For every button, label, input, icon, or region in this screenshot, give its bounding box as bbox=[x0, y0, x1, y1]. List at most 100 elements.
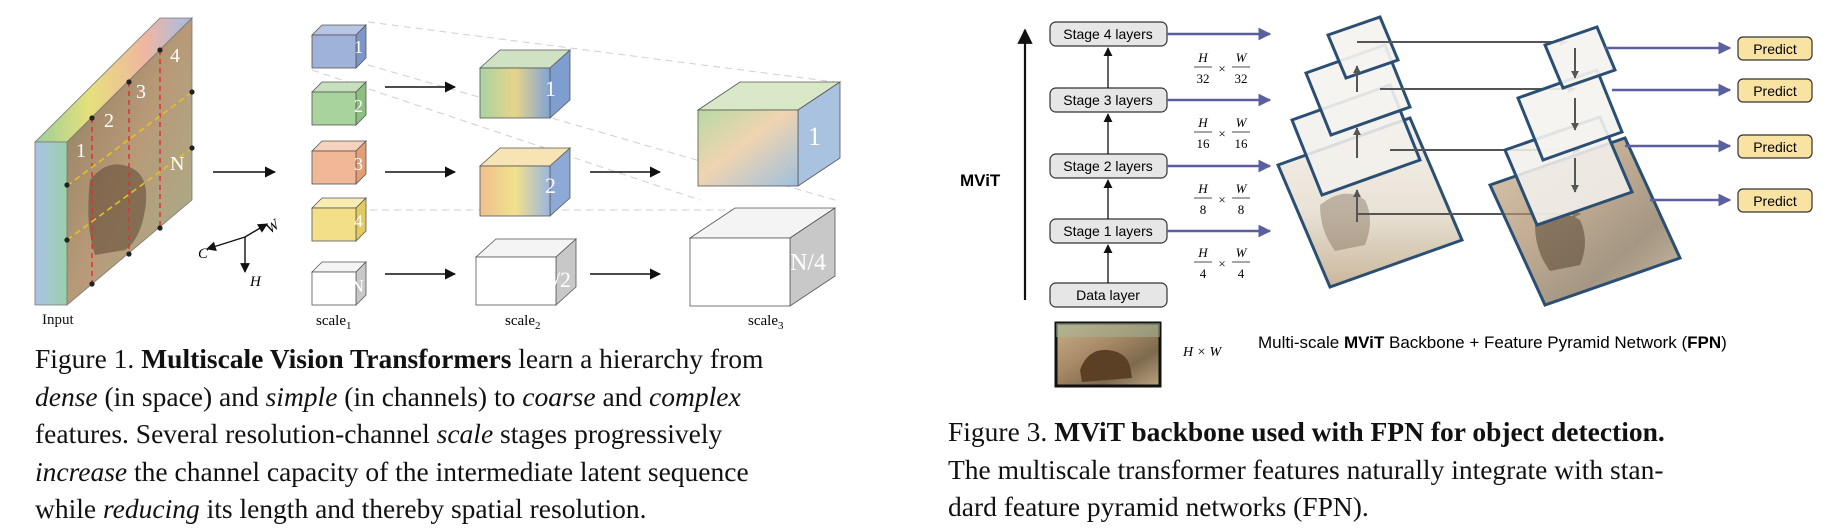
stage-to-pyramid-arrows bbox=[1167, 27, 1272, 238]
svg-text:32: 32 bbox=[1235, 71, 1248, 86]
resolution-stage4: H 32 × W 32 bbox=[1194, 50, 1250, 86]
scale3-token-label: N/4 bbox=[790, 250, 826, 276]
svg-text:×: × bbox=[1218, 256, 1225, 271]
predict-arrows bbox=[1605, 41, 1732, 207]
caption-text: its length and thereby spatial resolutio… bbox=[199, 493, 647, 524]
scale1-token-label: 1 bbox=[354, 37, 363, 57]
backbone-pyramid bbox=[1275, 15, 1465, 289]
figure3-diagram: MViT Stage 4 layers Stage 3 layers Stage… bbox=[960, 15, 1813, 388]
predict-label: Predict bbox=[1753, 41, 1797, 57]
predict-boxes: Predict Predict Predict Predict bbox=[1737, 36, 1813, 213]
caption-text: and bbox=[595, 380, 650, 412]
predict-label: Predict bbox=[1753, 83, 1797, 99]
figure1-diagram: 1 2 3 4 N Input C W H bbox=[34, 17, 842, 332]
caption-text: stages progressively bbox=[493, 418, 723, 449]
resolution-stage2: H 8 × W 8 bbox=[1194, 181, 1250, 217]
caption-emphasis: complex bbox=[649, 380, 741, 412]
scale1-token-label: N bbox=[351, 276, 364, 296]
scale2-label: scale2 bbox=[505, 313, 540, 332]
resolution-labels: H 32 × W 32 H 16 × W 16 H 8 × bbox=[1194, 50, 1250, 281]
svg-text:4: 4 bbox=[1200, 266, 1207, 281]
scale2-cube: N/2 bbox=[474, 238, 578, 306]
axis-h-label: H bbox=[249, 274, 262, 290]
scale1-token-label: 2 bbox=[354, 96, 363, 116]
fpn-level-4 bbox=[1542, 25, 1618, 90]
scale1-cube: 1 bbox=[311, 24, 367, 69]
axis-c-label: C bbox=[198, 246, 209, 262]
scale3-cube: 1 bbox=[696, 81, 842, 187]
scale3-token-label: 1 bbox=[808, 122, 821, 151]
caption-figure-number: Figure 1. bbox=[35, 343, 135, 374]
svg-text:16: 16 bbox=[1235, 136, 1249, 151]
scale1-to-scale2-arrows bbox=[385, 81, 457, 280]
input-token-label: 3 bbox=[136, 81, 146, 103]
caption-emphasis: scale bbox=[436, 418, 494, 449]
stage-1-label: Stage 1 layers bbox=[1063, 223, 1153, 239]
axis-triad: C W H bbox=[198, 216, 284, 290]
predict-box bbox=[1737, 78, 1813, 103]
caption-text: while bbox=[35, 493, 103, 524]
predict-label: Predict bbox=[1753, 139, 1797, 155]
svg-text:W: W bbox=[1236, 50, 1248, 65]
input-label: Input bbox=[42, 312, 74, 328]
predict-label: Predict bbox=[1753, 193, 1797, 209]
backbone-level-4 bbox=[1325, 15, 1401, 80]
input-token-label: 1 bbox=[76, 140, 86, 162]
stage-2-label: Stage 2 layers bbox=[1063, 158, 1153, 174]
svg-text:32: 32 bbox=[1197, 71, 1210, 86]
caption-emphasis: dense bbox=[35, 380, 98, 412]
scale3-cube: N/4 bbox=[688, 207, 837, 307]
caption-line: Figure 3. MViT backbone used with FPN fo… bbox=[948, 413, 1818, 451]
stage-stack: Stage 4 layers Stage 3 layers Stage 2 la… bbox=[1049, 21, 1168, 308]
caption-emphasis: reducing bbox=[102, 493, 200, 524]
svg-text:4: 4 bbox=[1238, 266, 1245, 281]
fpn-pyramid bbox=[1487, 25, 1683, 307]
bear-silhouette bbox=[88, 164, 147, 255]
svg-text:8: 8 bbox=[1200, 202, 1207, 217]
svg-text:8: 8 bbox=[1238, 202, 1245, 217]
axis-w-label: W bbox=[263, 216, 284, 237]
caption-line: dard feature pyramid networks (FPN). bbox=[948, 491, 1369, 522]
scale1-token-label: 3 bbox=[354, 154, 363, 174]
caption-title: Multiscale Vision Transformers bbox=[141, 343, 512, 374]
scale3-label: scale3 bbox=[748, 313, 784, 332]
svg-text:W: W bbox=[1236, 181, 1248, 196]
svg-text:×: × bbox=[1218, 192, 1225, 207]
svg-text:W: W bbox=[1236, 115, 1248, 130]
scale2-token-label: N/2 bbox=[538, 267, 571, 292]
scale1-column: 1 2 3 4 bbox=[311, 24, 367, 332]
svg-text:×: × bbox=[1218, 61, 1225, 76]
scale2-token-label: 2 bbox=[545, 173, 556, 198]
resolution-stage3: H 16 × W 16 bbox=[1194, 115, 1250, 151]
caption-figure-number: Figure 3. bbox=[948, 416, 1048, 447]
caption-text: (in channels) to bbox=[337, 380, 523, 412]
fpn-title: Multi-scale MViT Backbone + Feature Pyra… bbox=[1258, 333, 1727, 352]
scale2-cube: 2 bbox=[478, 147, 572, 217]
svg-text:×: × bbox=[1218, 126, 1225, 141]
caption-line: while reducing its length and thereby sp… bbox=[35, 490, 835, 528]
scale1-cube: 2 bbox=[311, 81, 367, 126]
input-photo bbox=[1054, 321, 1162, 388]
data-layer-label: Data layer bbox=[1076, 287, 1140, 303]
figure3-caption: Figure 3. MViT backbone used with FPN fo… bbox=[948, 413, 1818, 526]
svg-text:H: H bbox=[1197, 50, 1208, 65]
caption-line: features. Several resolution-channel sca… bbox=[35, 415, 835, 453]
figure1-caption: Figure 1. Multiscale Vision Transformers… bbox=[35, 340, 835, 528]
scale1-label: scale1 bbox=[316, 313, 351, 332]
svg-text:16: 16 bbox=[1197, 136, 1211, 151]
svg-text:H: H bbox=[1197, 245, 1208, 260]
predict-box bbox=[1737, 188, 1813, 213]
scale1-cube: 4 bbox=[311, 197, 367, 242]
mvit-label: MViT bbox=[960, 171, 1001, 190]
caption-line: Figure 1. Multiscale Vision Transformers… bbox=[35, 340, 835, 378]
scale2-column: 1 2 N/2 scale2 bbox=[474, 49, 578, 332]
svg-text:H: H bbox=[1197, 115, 1208, 130]
caption-text: features. Several resolution-channel bbox=[35, 418, 437, 449]
scale1-cube: 3 bbox=[311, 140, 367, 185]
caption-text: (in space) and bbox=[97, 380, 266, 412]
svg-text:H: H bbox=[1197, 181, 1208, 196]
caption-line: dense (in space) and simple (in channels… bbox=[35, 378, 835, 416]
caption-line: The multiscale transformer features natu… bbox=[948, 453, 1664, 485]
